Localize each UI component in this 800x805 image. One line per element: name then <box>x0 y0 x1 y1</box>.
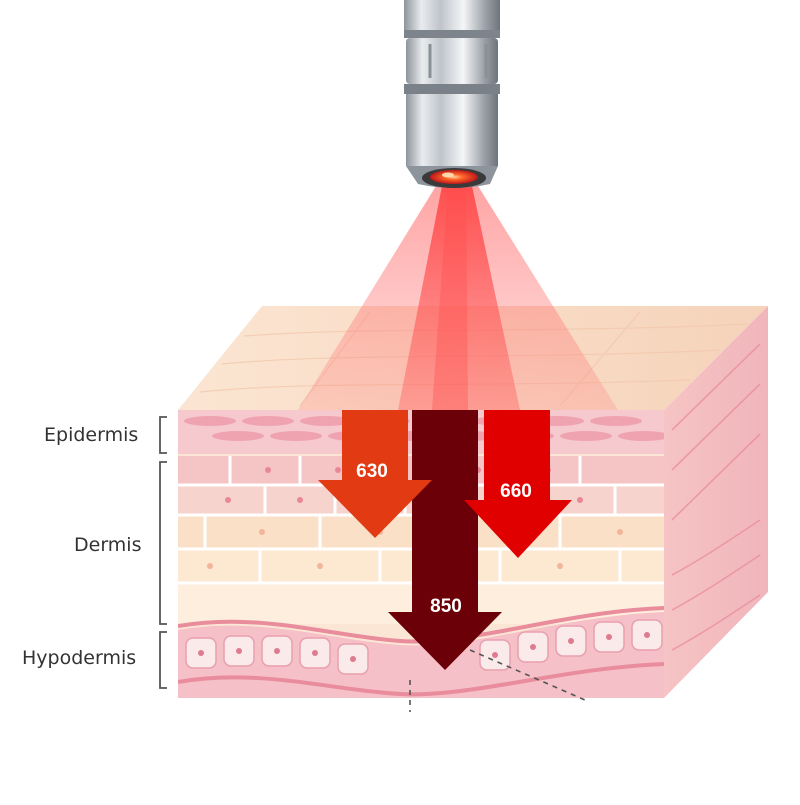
dermis-label: Dermis <box>74 534 141 556</box>
dermis-bracket <box>160 462 167 624</box>
wavelength-label-660: 660 <box>500 481 532 502</box>
hypodermis-label: Hypodermis <box>22 647 136 669</box>
red-light-therapy-device-icon <box>404 0 500 188</box>
wavelength-label-850: 850 <box>430 596 462 617</box>
epidermis-bracket <box>160 417 167 453</box>
hypodermis-bracket <box>160 632 167 688</box>
wavelength-label-630: 630 <box>356 461 388 482</box>
epidermis-label: Epidermis <box>44 424 138 446</box>
light-beam <box>298 186 618 410</box>
